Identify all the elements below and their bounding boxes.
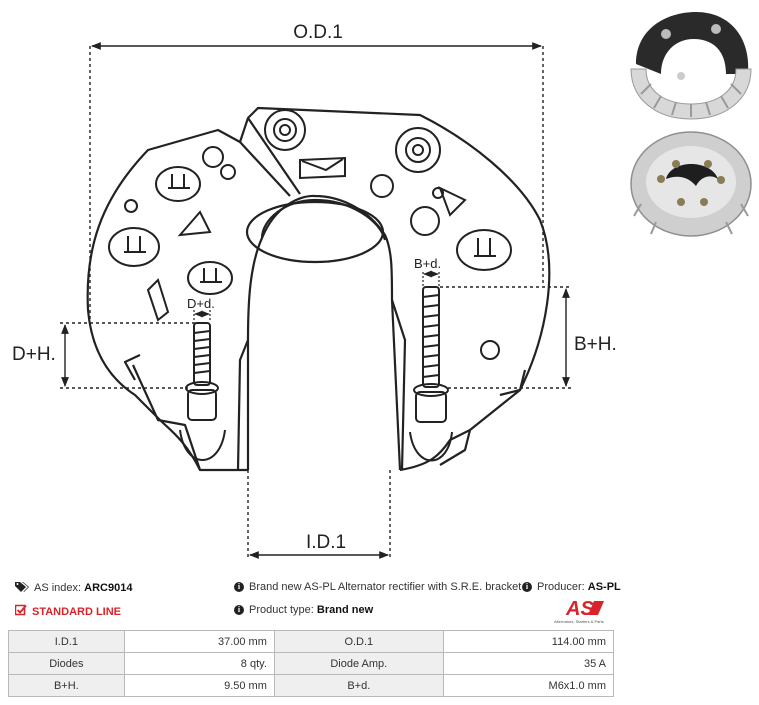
svg-text:AS: AS [565,598,594,620]
spec-value: 114.00 mm [442,630,615,653]
description-text: Brand new AS-PL Alternator rectifier wit… [249,581,522,593]
spec-value: 37.00 mm [123,630,275,653]
spec-label: O.D.1 [273,630,444,653]
as-index-value: ARC9014 [84,582,133,594]
producer-value: AS-PL [587,581,621,593]
od1-label: O.D.1 [293,22,343,43]
spec-table: I.D.1 37.00 mm O.D.1 114.00 mm Diodes 8 … [8,630,615,697]
bh-label: B+H. [574,334,617,355]
info-icon: i [234,582,244,592]
dd-label: D+d. [187,296,215,311]
description-row: i Brand new AS-PL Alternator rectifier w… [234,581,521,593]
b-bolt [409,286,453,462]
spec-value: 9.50 mm [123,674,275,697]
tags-icon [15,581,29,595]
spec-label: Diodes [8,652,125,675]
info-icon: i [522,582,532,592]
rectifier-features [108,109,512,360]
checkbox-check-icon [14,604,27,619]
bh-dimension [440,286,572,389]
dh-dimension [60,322,196,389]
producer-label: Producer: [537,581,585,593]
spec-label: B+d. [273,674,444,697]
bd-dimension [422,270,440,286]
dd-dimension [193,310,211,322]
id1-label: I.D.1 [306,532,346,553]
as-index-row: AS index: ARC9014 [15,581,132,595]
product-type-value: Brand new [316,604,374,616]
rectifier-technical-drawing: O.D.1 I.D.1 B+H. B+d. D+H. D+d. [12,22,617,560]
id1-dimension [247,470,391,560]
bd-label: B+d. [414,256,441,271]
spec-label: B+H. [8,674,125,697]
spec-value: 8 qty. [123,652,275,675]
standard-line-label: STANDARD LINE [32,605,122,618]
producer-row: i Producer: AS-PL [522,581,621,593]
info-icon: i [234,605,244,615]
as-index-label: AS index: [34,582,82,594]
as-pl-logo: AS Alternators, Starters & Parts [554,598,604,624]
od1-dimension [89,42,544,325]
d-bolt [179,322,226,461]
product-photo-top [630,12,752,120]
standard-line-row: STANDARD LINE [14,604,122,619]
spec-value: 35 A [442,652,615,675]
spec-label: I.D.1 [8,630,125,653]
product-photo-bottom [630,131,752,237]
rectifier-outline [86,106,551,472]
dh-label: D+H. [12,344,56,365]
table-row: Diodes 8 qty. Diode Amp. 35 A [8,652,615,675]
svg-text:Alternators, Starters & Parts: Alternators, Starters & Parts [554,619,604,624]
product-type-row: i Product type: Brand new [234,604,373,616]
product-type-label: Product type: [249,604,314,616]
spec-value: M6x1.0 mm [442,674,615,697]
spec-label: Diode Amp. [273,652,444,675]
table-row: B+H. 9.50 mm B+d. M6x1.0 mm [8,674,615,697]
table-row: I.D.1 37.00 mm O.D.1 114.00 mm [8,630,615,653]
